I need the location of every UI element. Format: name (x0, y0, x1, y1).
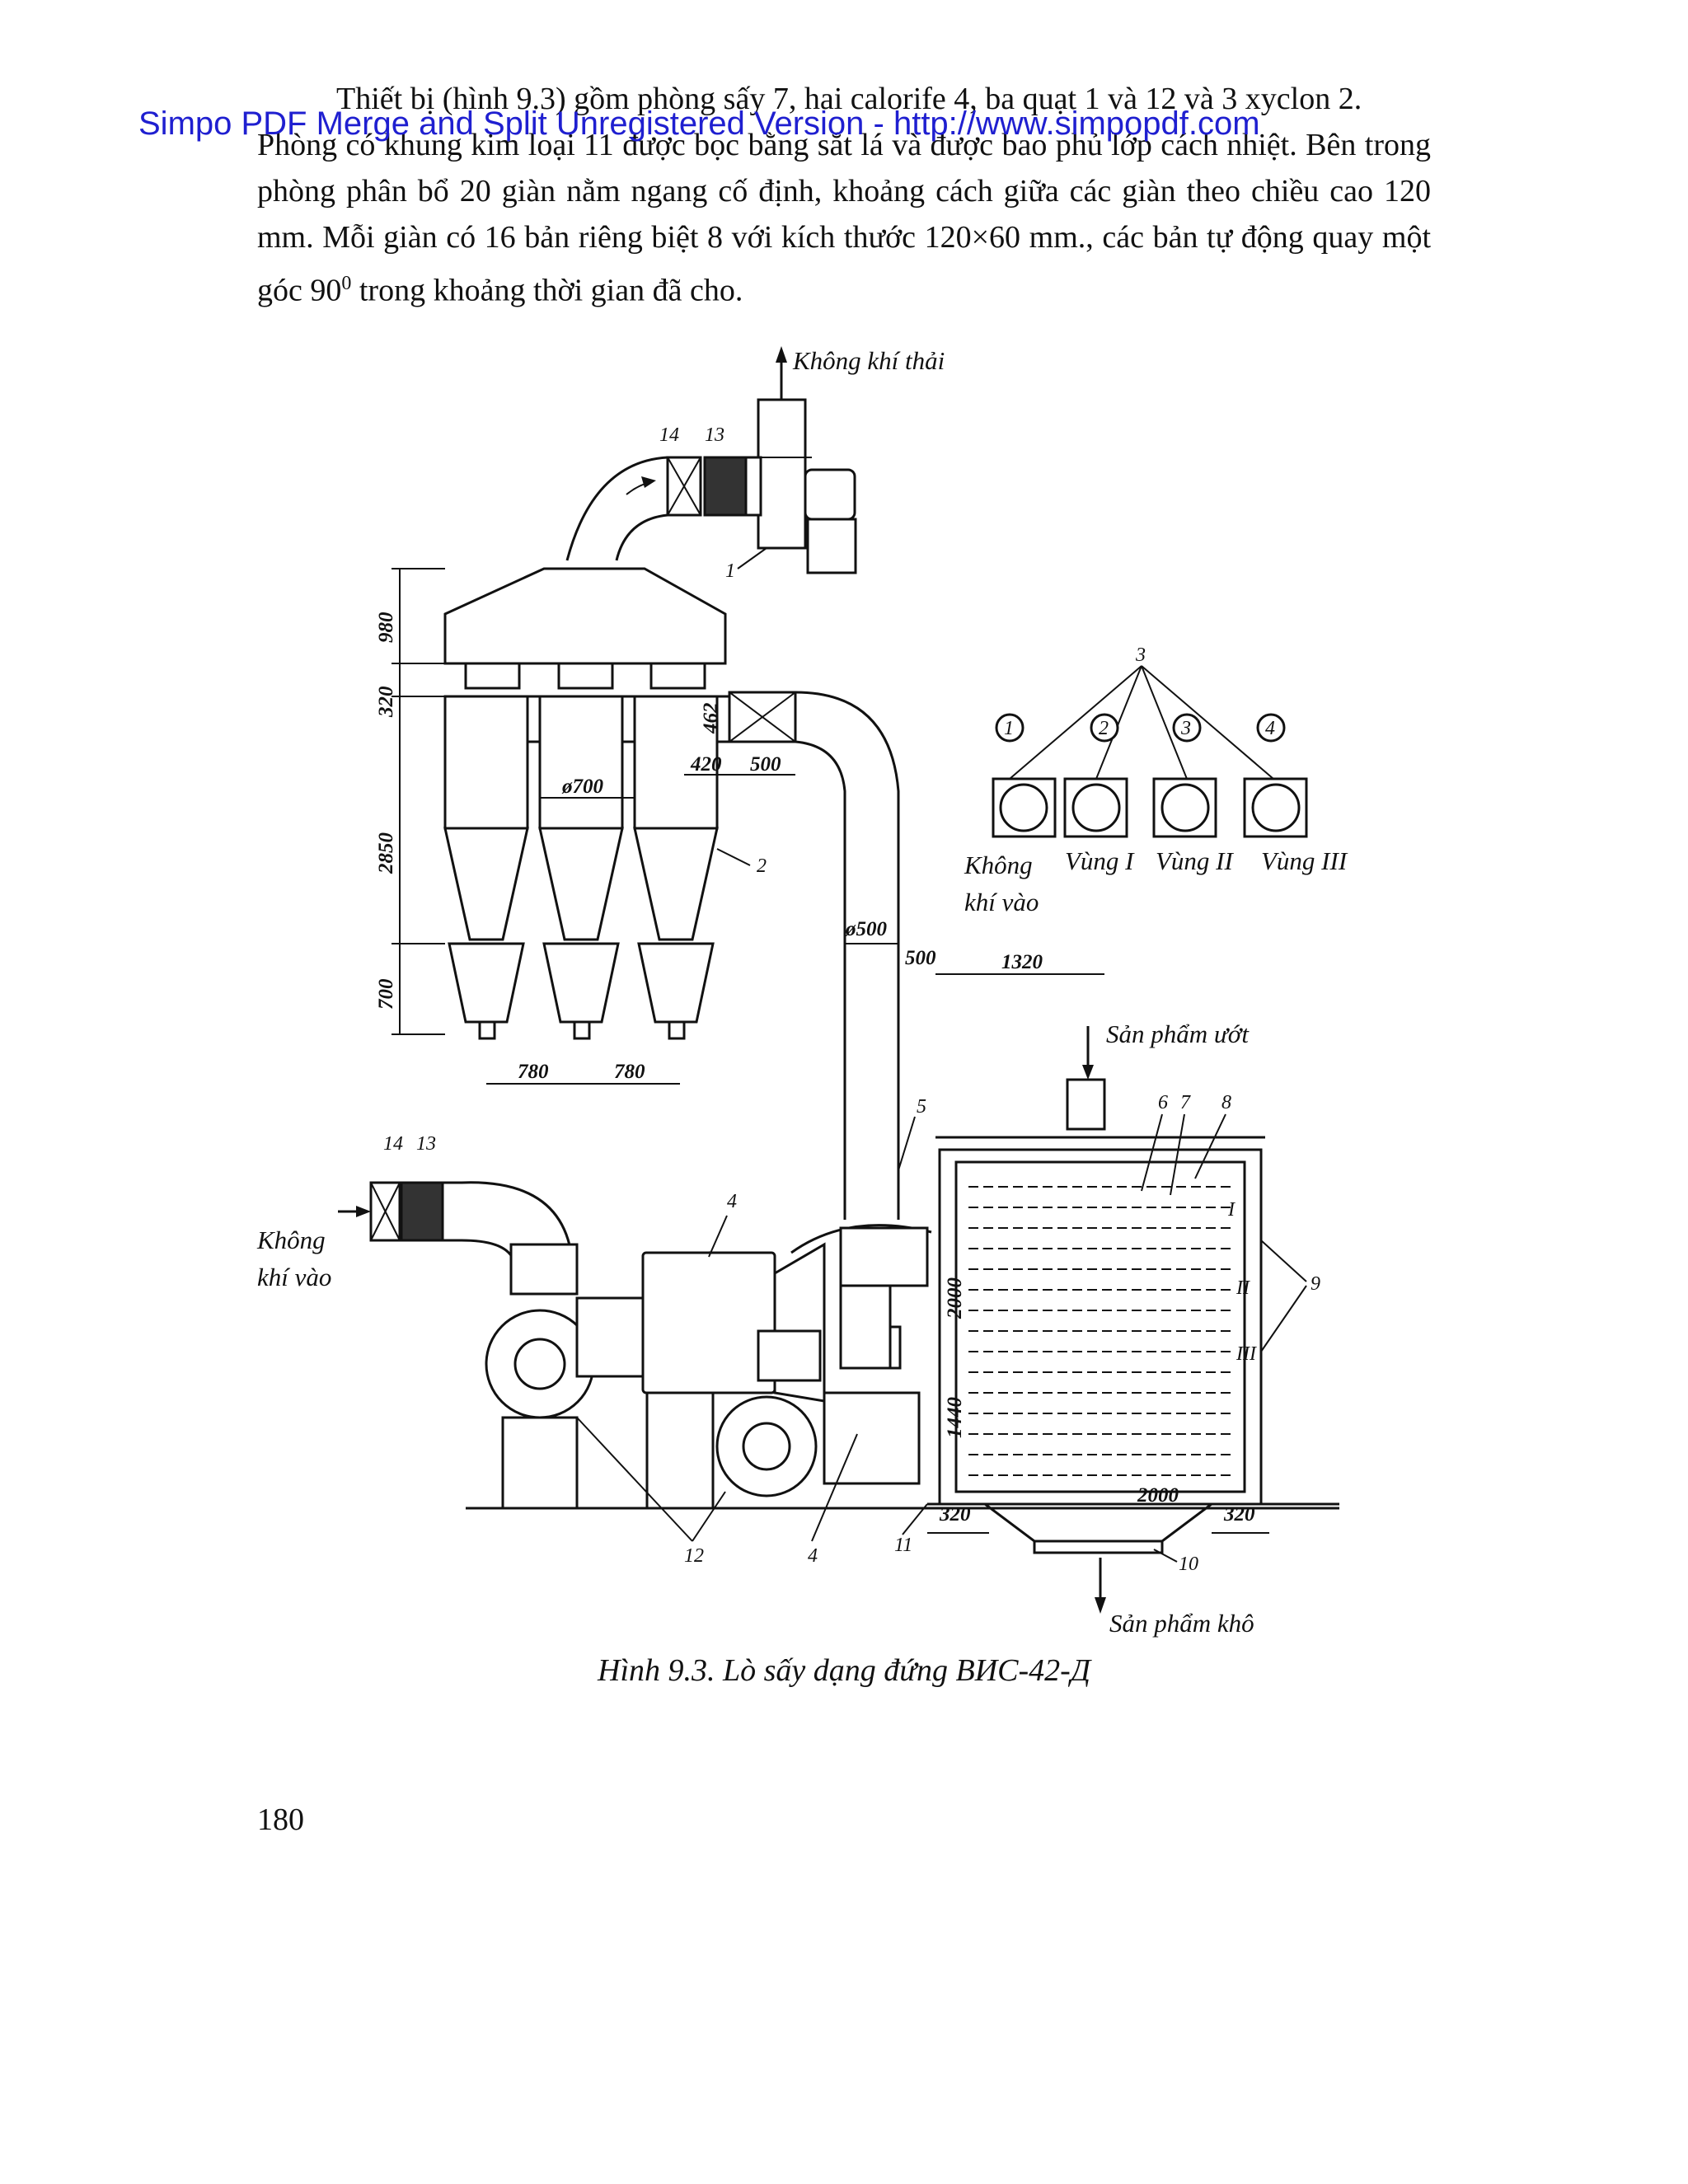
zone-3-label: Vùng III (1261, 846, 1348, 875)
dim-780-a: 780 (518, 1061, 549, 1083)
part-3: 3 (1135, 644, 1146, 666)
wet-product-label: Sản phẩm ướt (1106, 1019, 1250, 1048)
part-13-top: 13 (705, 424, 724, 446)
dim-420: 420 (690, 753, 722, 776)
dim-500-a: 500 (750, 753, 781, 776)
fan-legend-1: 1 (992, 713, 1057, 838)
part-4-bottom: 4 (808, 1545, 818, 1567)
part-1: 1 (725, 560, 735, 582)
dim-980: 980 (375, 612, 397, 643)
part-5: 5 (917, 1096, 926, 1118)
air-in-fan-label-2: khí vào (964, 888, 1039, 916)
dim-500-b: 500 (905, 947, 936, 969)
air-in-fan-label-1: Không (964, 851, 1033, 879)
svg-text:3: 3 (1180, 718, 1191, 739)
part-14-top: 14 (659, 424, 679, 446)
air-in-left-label-1: Không (256, 1226, 326, 1254)
figure-caption: Hình 9.3. Lò sấy dạng đứng ВИС-42-Д (598, 1653, 1090, 1688)
zone-I-mark: I (1227, 1199, 1236, 1221)
dim-2000-vertical: 2000 (944, 1277, 966, 1320)
part-8: 8 (1221, 1092, 1231, 1113)
dim-320: 320 (375, 686, 397, 718)
exhaust-air-label: Không khí thải (792, 346, 945, 375)
dim-1320: 1320 (1001, 951, 1043, 973)
page-number: 180 (257, 1802, 304, 1837)
dim-780-b: 780 (614, 1061, 645, 1083)
dim-dia-500: ø500 (845, 918, 888, 940)
dim-1440: 1440 (944, 1397, 966, 1439)
dryer-diagram: Không khí thải 14 13 1 2 (256, 346, 1348, 1638)
part-12: 12 (684, 1545, 704, 1567)
dim-700: 700 (375, 978, 397, 1010)
part-4-top: 4 (727, 1191, 737, 1212)
dry-product-label: Sản phẩm khô (1109, 1609, 1254, 1638)
part-2: 2 (757, 855, 767, 877)
part-11: 11 (894, 1535, 912, 1556)
dim-462: 462 (700, 703, 722, 735)
zone-III-mark: III (1236, 1343, 1257, 1365)
body-paragraph: Thiết bị (hình 9.3) gồm phòng sấy 7, hai… (257, 76, 1431, 314)
zone-1-label: Vùng I (1065, 846, 1135, 875)
cyclone-1 (443, 695, 529, 1040)
part-7: 7 (1180, 1092, 1191, 1113)
dim-320-left: 320 (939, 1503, 971, 1526)
part-6: 6 (1158, 1092, 1168, 1113)
svg-text:1: 1 (1004, 718, 1014, 739)
watermark-text: Simpo PDF Merge and Split Unregistered V… (138, 105, 1260, 142)
fan-legend-4: 4 (1243, 713, 1308, 838)
dim-2850: 2850 (375, 832, 397, 875)
degree-superscript: 0 (341, 273, 352, 294)
part-14-bottom: 14 (383, 1133, 403, 1155)
part-13-bottom: 13 (416, 1133, 436, 1155)
zone-2-label: Vùng II (1156, 846, 1235, 875)
svg-text:4: 4 (1265, 718, 1275, 739)
zone-II-mark: II (1236, 1277, 1250, 1299)
cyclone-2 (538, 695, 624, 1040)
dim-dia-700: ø700 (561, 776, 604, 798)
fan-legend-3: 3 (1152, 713, 1217, 838)
dim-2000-horizontal: 2000 (1137, 1484, 1179, 1507)
dim-320-right: 320 (1223, 1503, 1255, 1526)
svg-text:2: 2 (1099, 718, 1109, 739)
fan-legend-2: 2 (1063, 713, 1128, 838)
cyclone-3 (633, 695, 719, 1040)
part-9: 9 (1311, 1273, 1320, 1295)
paragraph-line-2: Phòng có khung kim loại 11 được bọc bằng… (257, 128, 1431, 308)
part-10: 10 (1179, 1554, 1198, 1575)
paragraph-line-1: Thiết bị (hình 9.3) gồm phòng sấy 7, hai… (336, 82, 1362, 116)
air-in-left-label-2: khí vào (257, 1263, 331, 1291)
